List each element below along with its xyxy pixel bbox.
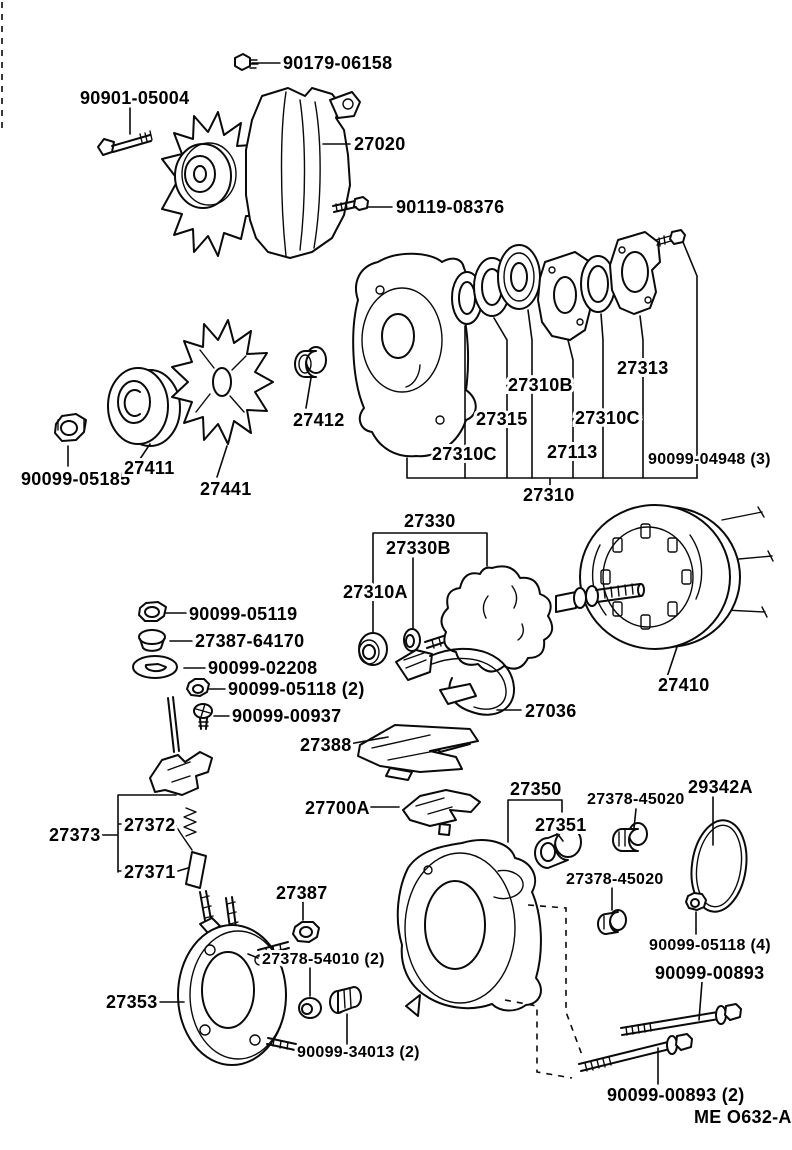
- part-label: 90901-05004: [80, 88, 189, 108]
- part-label: 90099-00937: [232, 706, 341, 726]
- part-label: 27313: [617, 358, 669, 378]
- o-ring-29342A-art: [690, 819, 748, 913]
- drive-end-frame-art: [352, 252, 477, 458]
- part-label: 27700A: [305, 798, 370, 818]
- part-label: 27387-64170: [195, 631, 304, 651]
- regulator-27700A-art: [402, 789, 481, 836]
- part-label: 90099-05185: [21, 469, 130, 489]
- part-label: 90099-02208: [208, 658, 317, 678]
- part-label: 27387: [276, 883, 328, 903]
- nut-90099-05119-art: [138, 601, 167, 622]
- part-label: 27330B: [386, 538, 451, 558]
- part-label: 90099-00893: [655, 963, 764, 983]
- part-label: 27351: [535, 815, 587, 835]
- brush-holder-27036-art: [395, 647, 516, 753]
- washer-27378-54010-art: [298, 997, 322, 1019]
- stator-27410-art: [579, 504, 774, 650]
- part-label: 27330: [404, 511, 456, 531]
- bearing-27310A-art: [358, 632, 388, 666]
- part-label: 27388: [300, 735, 352, 755]
- nut-90099-05185-art: [54, 413, 87, 442]
- cap-27387-64170-art: [138, 629, 166, 652]
- part-label: 27315: [476, 409, 528, 429]
- bushing-27378-45020-upper-art: [612, 822, 648, 852]
- part-label: 90119-08376: [396, 197, 504, 217]
- retainer-27113-art: [537, 251, 593, 341]
- end-frame-27353-art: [177, 890, 297, 1066]
- nut-90099-05118-2-art: [186, 678, 210, 697]
- part-label: 90099-05119: [189, 604, 297, 624]
- nut-27387-art: [292, 921, 320, 943]
- part-label: 27310B: [508, 375, 573, 395]
- alternator-assembly-art: [161, 87, 361, 259]
- bushing-27378-45020-lower-art: [597, 909, 627, 935]
- part-label: 27371: [124, 862, 176, 882]
- part-label: 90099-04948 (3): [648, 451, 771, 468]
- part-label: 27378-54010 (2): [262, 951, 385, 968]
- bushing-27412-art: [294, 346, 327, 378]
- rotor-27330-art: [424, 565, 645, 673]
- part-labels: 90179-06158 90901-05004 27020 90119-0837…: [18, 50, 792, 1130]
- part-label: 27378-45020: [566, 871, 664, 888]
- part-label: 27372: [124, 815, 176, 835]
- part-label: 27310: [523, 485, 575, 505]
- plug-90099-34013-art: [329, 986, 362, 1014]
- part-label: 90099-34013 (2): [297, 1044, 420, 1061]
- part-label: 27410: [658, 675, 710, 695]
- nut-90099-05118-4-art: [685, 892, 707, 911]
- part-label: 27441: [200, 479, 252, 499]
- part-label: 27350: [510, 779, 562, 799]
- part-label: 29342A: [688, 777, 753, 797]
- rectifier-27388-art: [357, 724, 479, 781]
- pulley-27411-art: [107, 367, 181, 447]
- end-cover-27350-art: [396, 839, 542, 1017]
- figure-code: ME O632-A: [694, 1107, 792, 1127]
- bolt-90119-08376-art: [332, 196, 369, 213]
- bearing-27310B-art: [497, 244, 541, 310]
- leader-lines: [67, 62, 714, 1085]
- ring-27310C-right-art: [580, 255, 616, 313]
- through-bolt-90099-00893-art: [620, 1003, 742, 1036]
- bolt-90179-06158-art: [234, 53, 259, 71]
- part-label: 90099-05118 (2): [228, 679, 365, 699]
- through-bolt-90099-00893-2-art: [578, 1033, 693, 1072]
- part-label: 90179-06158: [283, 53, 392, 73]
- part-label: 90099-05118 (4): [649, 937, 771, 954]
- screw-90099-04948-art: [655, 229, 686, 247]
- part-label: 27310A: [343, 582, 408, 602]
- part-label: 27378-45020: [587, 791, 685, 808]
- part-label: 27412: [293, 410, 345, 430]
- screw-90099-00937-art: [193, 703, 213, 730]
- bolt-90901-05004-art: [97, 130, 153, 156]
- part-label: 27353: [106, 992, 158, 1012]
- brush-holder-27373-art: [149, 696, 213, 889]
- part-label: 27310C: [432, 444, 497, 464]
- fan-27441-art: [171, 319, 274, 445]
- washer-90099-02208-art: [132, 655, 178, 679]
- rotor-washer-art: [403, 628, 421, 652]
- part-label: 27036: [525, 701, 577, 721]
- cover-27313-art: [609, 231, 661, 315]
- part-label: 27411: [124, 458, 175, 478]
- part-label: 27373: [49, 825, 101, 845]
- part-label: 90099-00893 (2): [607, 1085, 745, 1105]
- part-label: 27020: [354, 134, 406, 154]
- part-label: 27113: [547, 442, 598, 462]
- part-label: 27310C: [575, 408, 640, 428]
